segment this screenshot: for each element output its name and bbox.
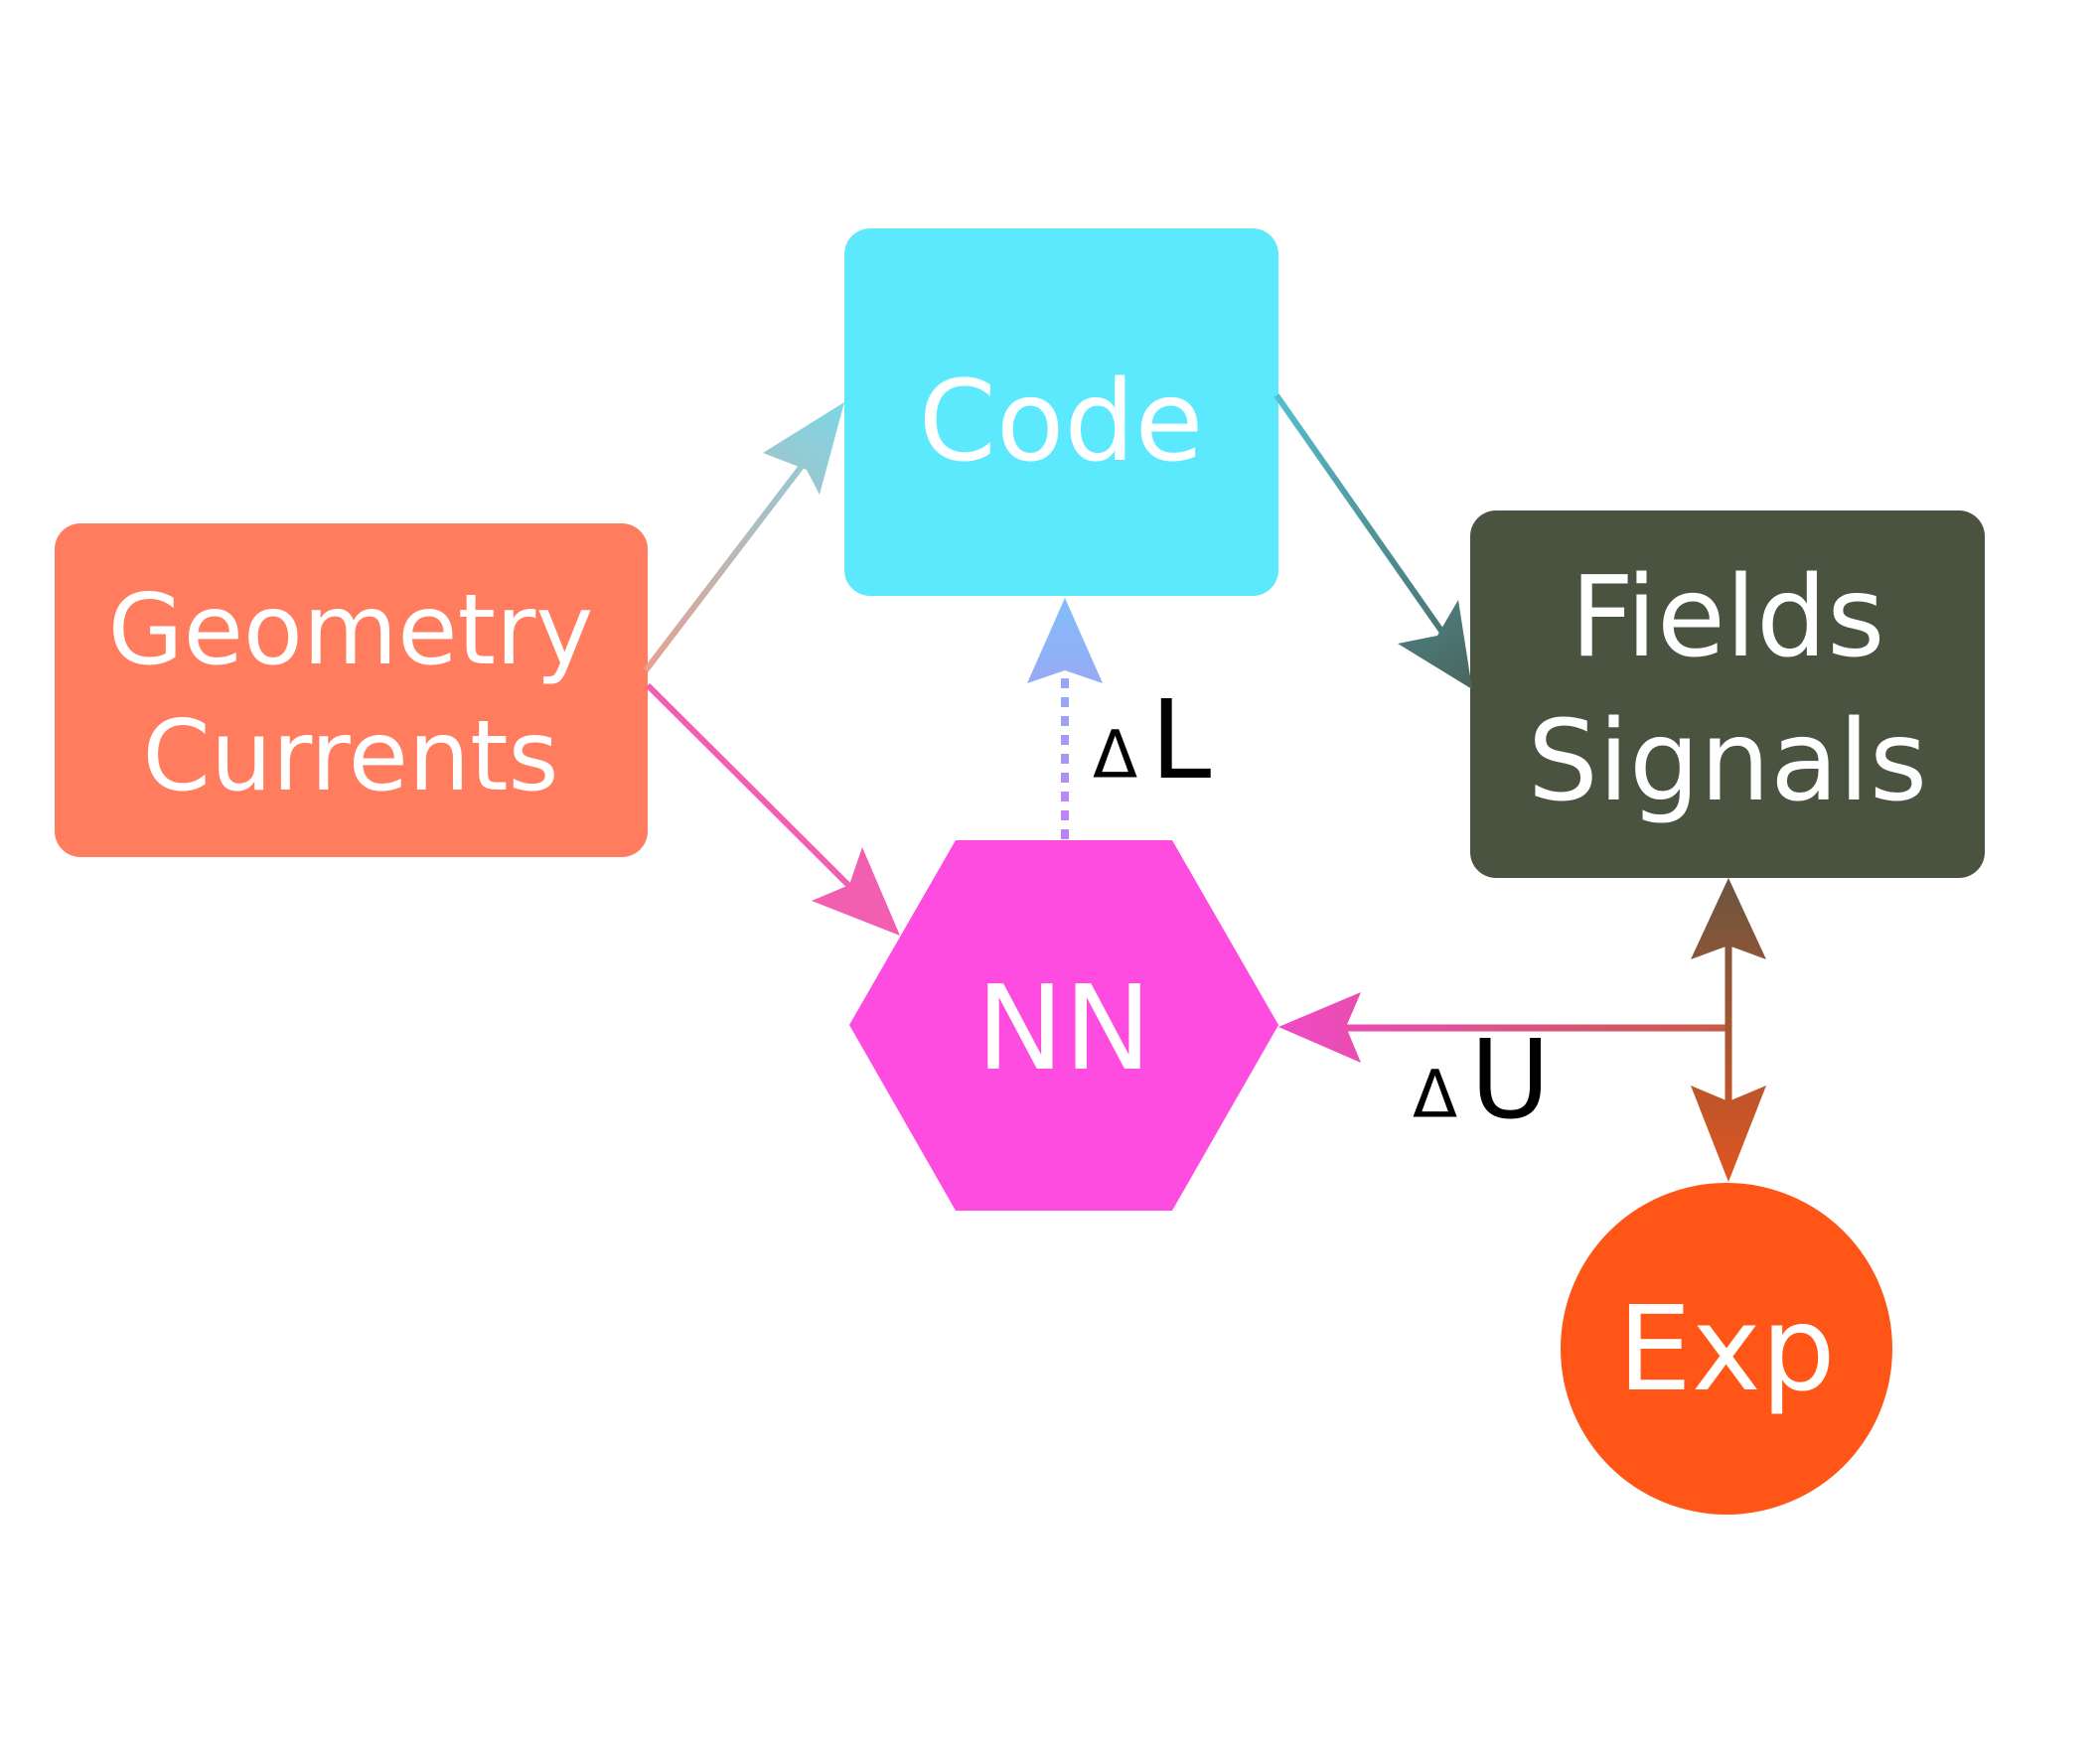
edge-fields-exp-bidirectional [1691, 878, 1766, 1182]
currents-label: Currents [142, 700, 558, 813]
nn-hexagon [849, 840, 1278, 1211]
code-label: Code [919, 358, 1204, 487]
edge-geometry-to-nn [645, 682, 900, 936]
nn-label: NN [976, 959, 1152, 1096]
code-box [844, 228, 1278, 596]
edge-geometry-to-nn-line [645, 682, 875, 912]
edge-geometry-to-nn-arrowhead [812, 847, 900, 936]
edge-exp-to-nn [1278, 992, 1728, 1063]
edge-geometry-to-code-line [643, 450, 816, 672]
delta-u-letter: U [1470, 1016, 1551, 1143]
geometry-label: Geometry [108, 574, 594, 687]
edge-code-to-fields-line [1274, 393, 1453, 646]
code-node[interactable]: Code [844, 228, 1278, 596]
fields-signals-node[interactable]: Fields Signals [1470, 510, 1985, 878]
signals-label: Signals [1528, 697, 1927, 826]
edge-exp-to-nn-arrowhead [1278, 992, 1361, 1063]
delta-u-symbol: Δ [1413, 1057, 1457, 1133]
delta-l-letter: L [1150, 676, 1211, 803]
edge-geometry-to-code-arrowhead [763, 402, 844, 495]
nn-node[interactable]: NN [849, 840, 1278, 1211]
edge-fields-exp-arrowhead-up [1691, 878, 1766, 959]
delta-u-label: Δ U [1413, 1016, 1551, 1143]
exp-node[interactable]: Exp [1561, 1183, 1892, 1515]
fields-signals-box [1470, 510, 1985, 878]
geometry-currents-box [55, 523, 648, 857]
edge-fields-exp-arrowhead-down [1691, 1086, 1766, 1182]
geometry-currents-node[interactable]: Geometry Currents [55, 523, 648, 857]
edge-code-to-fields [1274, 393, 1472, 689]
edge-geometry-to-code [643, 402, 844, 672]
edge-nn-to-code [1027, 598, 1103, 839]
exp-circle [1561, 1183, 1892, 1515]
delta-l-symbol: Δ [1093, 717, 1137, 794]
fields-label: Fields [1571, 553, 1885, 682]
delta-l-label: Δ L [1093, 676, 1211, 803]
edge-nn-to-code-arrowhead [1027, 598, 1103, 683]
exp-label: Exp [1617, 1280, 1835, 1417]
edge-code-to-fields-arrowhead [1398, 600, 1472, 689]
